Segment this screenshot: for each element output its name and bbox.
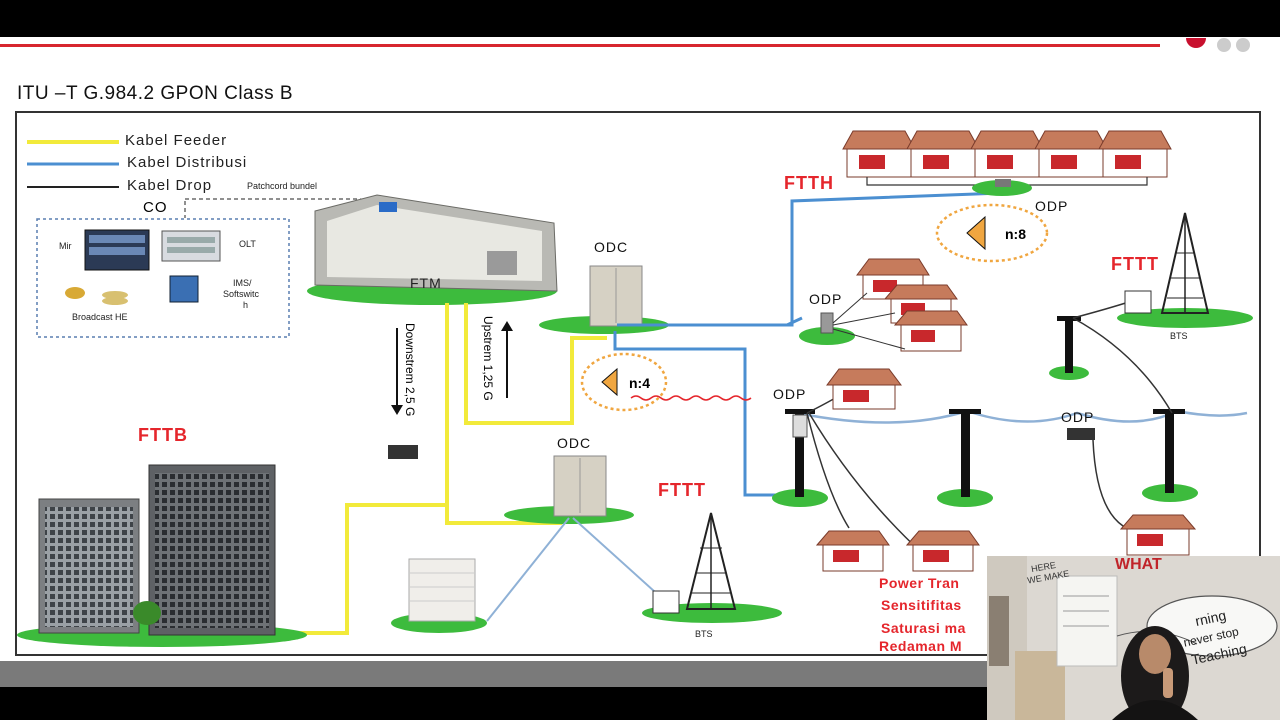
bts-right-tower [1117,212,1253,328]
broadcast-label: Broadcast HE [72,312,128,322]
softswitch-label-2: h [243,300,249,310]
co-box [36,218,290,338]
bts-left-label: BTS [695,629,713,639]
note-saturation: Saturasi ma [881,620,966,636]
legend-distribusi-label: Kabel Distribusi [127,154,248,171]
odp-right-label: ODP [1061,409,1095,425]
splitter-4-icon [601,367,618,397]
fttb-buildings [17,464,307,647]
splitter-8-ring [935,203,1049,263]
ftth-houses [842,130,1172,178]
olt-port-row [167,237,215,243]
broadcast-disc [102,291,128,299]
splitter-4-ring [580,352,668,412]
satellite-dish [65,287,85,299]
webcam-overlay: HERE WE MAKE WHAT rning never stop Teach… [987,556,1280,720]
ftth-odp-ground [972,180,1032,196]
odp-mid-box [820,312,834,334]
olt-label: OLT [239,239,256,249]
fttt-left-label: FTTT [658,480,706,500]
odc-top-label: ODC [594,239,629,255]
slide-top-rule [0,44,1160,47]
mr-label: Mir [59,241,72,251]
co-label: CO [143,199,168,216]
odp-right-box [1067,428,1095,440]
ftm-rooftop-unit [379,202,397,212]
feeder-joint-closure [388,445,418,459]
fttt-right-label: FTTT [1111,254,1159,274]
fttb-label: FTTB [138,425,188,445]
distribusi-cable-ftth [625,191,1003,327]
pole-houses [815,368,1197,572]
legend-drop-label: Kabel Drop [127,177,213,194]
splitter-8-icon [966,215,986,251]
fttb-small-building [391,558,487,633]
ftth-label: FTTH [784,173,834,193]
odp-top-label: ODP [1035,198,1069,214]
webcam-board-text: WHAT [1115,556,1162,573]
ftm-label: FTM [410,275,442,291]
logo-dot [1186,38,1206,48]
distribusi-cable-odp-pole [613,331,797,497]
drop-cable [832,328,906,350]
ims-label: IMS/ [233,278,252,288]
olt-equipment [161,230,221,262]
feeder-cable-fttb [277,303,449,635]
logo-dot [1236,38,1250,52]
splitter-4-label: n:4 [629,375,650,391]
note-power: Power Tran [879,575,960,591]
legend-feeder-label: Kabel Feeder [125,132,228,149]
upstream-arrowhead [501,321,513,331]
slide-title: ITU –T G.984.2 GPON Class B [17,83,294,104]
upstream-label: Upstrem 1,25 G [481,316,495,401]
pole [1049,316,1089,380]
ftth-odp-box [995,179,1011,187]
bts-right-label: BTS [1170,331,1188,341]
odp-pole-label: ODP [773,386,807,402]
splitter-8-label: n:8 [1005,226,1026,242]
note-sensitivity: Sensitifitas [881,597,962,613]
feeder-cable-odc-bottom [445,453,562,525]
olt-port-row [167,247,215,253]
distribusi-cable-bts [572,517,666,602]
odc-bottom-label: ODC [557,435,592,451]
broadcast-disc [102,297,128,305]
downstream-arrowhead [391,405,403,415]
signal-wave [630,395,752,401]
softswitch-label: Softswitc [223,289,260,299]
pole [937,409,993,507]
pole-odp [772,409,828,507]
note-attenuation: Redaman M [879,638,963,654]
aerial-cable [796,409,1248,424]
distribusi-cable-building [486,517,570,622]
feeder-cable-odc-top [464,303,607,425]
drop-cable [832,292,868,324]
odp-mid-label: ODP [809,291,843,307]
logo-dot [1217,38,1231,52]
drop-cable [832,312,896,326]
network-diagram [17,130,1253,647]
drop-cable [1072,317,1173,414]
odp-mid-houses [856,258,968,352]
diagram-frame: Kabel Feeder Kabel Distribusi Kabel Drop… [15,111,1261,656]
downstream-label: Downstrem 2,5 G [403,323,417,417]
patchcord-label: Patchcord bundel [247,181,318,191]
drop-cable [806,412,850,529]
ftm-rack [487,251,517,275]
bts-left-tower [642,512,782,623]
webcam-scene [987,556,1280,720]
ims-equipment [169,275,199,303]
mr-equipment-slot [89,235,145,243]
drop-cable [808,412,923,554]
pole [1142,409,1198,502]
mr-equipment-slot [89,247,145,255]
